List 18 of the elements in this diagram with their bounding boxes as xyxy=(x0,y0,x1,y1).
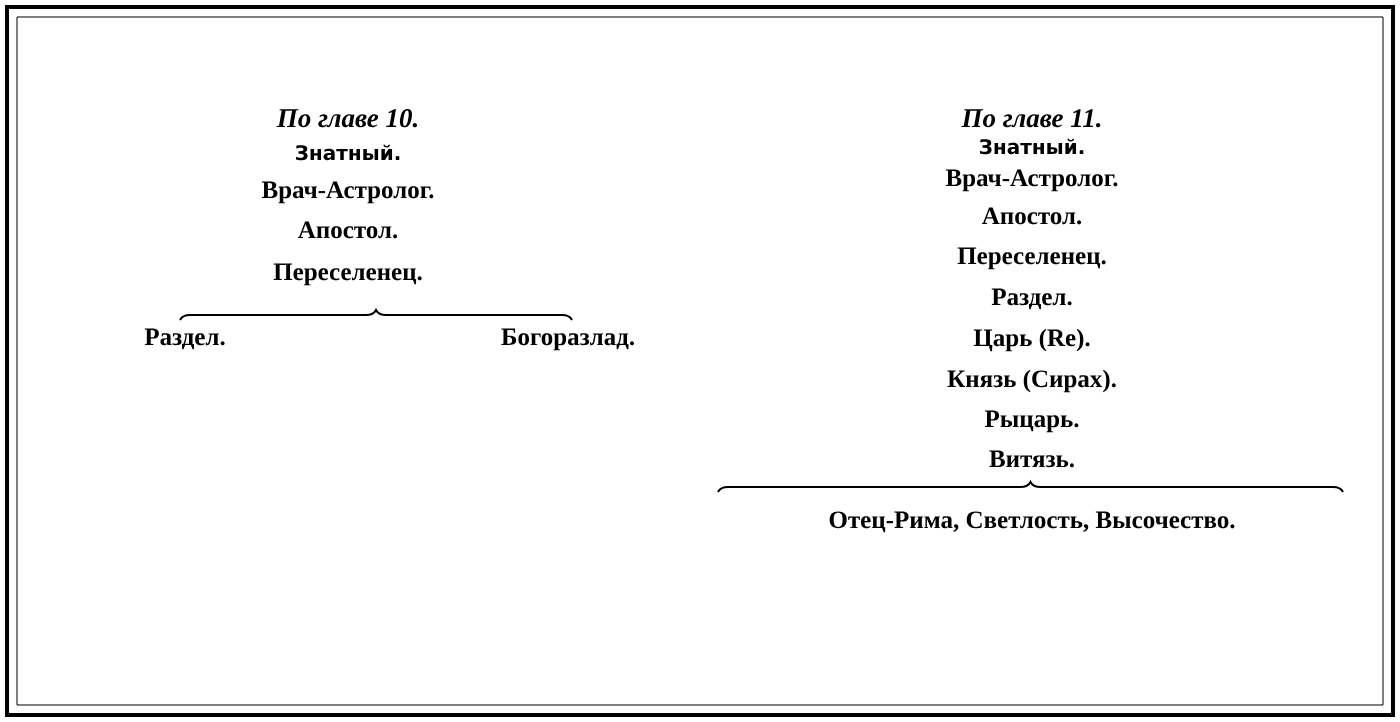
term: Князь (Сирах). xyxy=(947,369,1116,393)
heading: По главе 10. xyxy=(276,109,418,128)
term: Витязь. xyxy=(989,450,1074,468)
term: Знатный. xyxy=(296,144,400,161)
term: Апостол. xyxy=(982,207,1082,225)
term: Врач-Астролог. xyxy=(945,169,1118,192)
term: Раздел. xyxy=(144,328,225,350)
term: Раздел. xyxy=(991,288,1072,310)
term: Царь (Re). xyxy=(973,328,1090,352)
heading: По главе 11. xyxy=(961,109,1101,128)
term: Знатный. xyxy=(980,138,1084,155)
term: Переселенец. xyxy=(273,263,422,286)
term: Рыцарь. xyxy=(984,410,1079,433)
term: Врач-Астролог. xyxy=(261,181,434,204)
term: Переселенец. xyxy=(957,247,1106,270)
term: Апостол. xyxy=(298,221,398,239)
term: Отец-Рима, Светлость, Высочество. xyxy=(829,511,1235,533)
term: Богоразлад. xyxy=(501,328,634,351)
